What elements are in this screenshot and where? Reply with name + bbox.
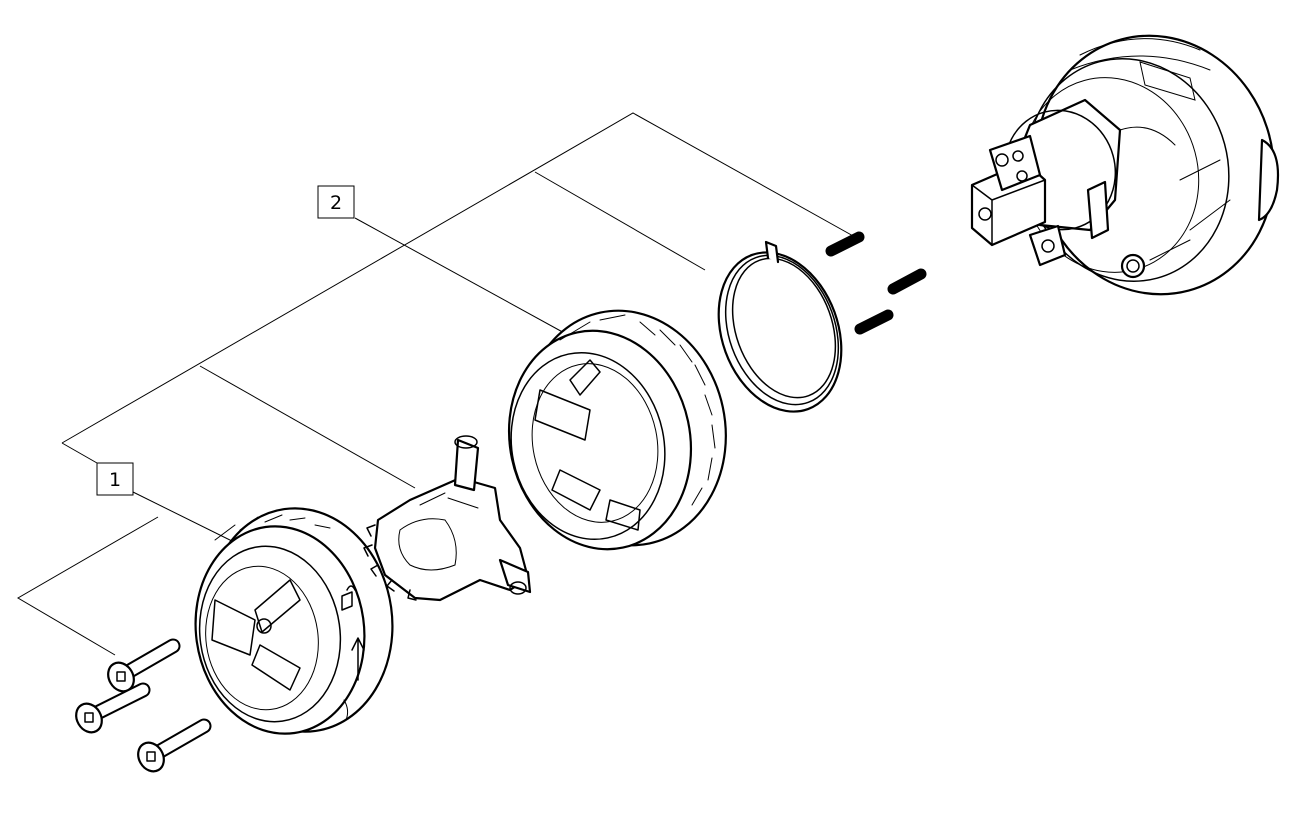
dowel-pin-right — [887, 268, 927, 295]
callout-1: 1 — [96, 462, 134, 496]
callout-2: 2 — [317, 185, 355, 219]
callout-2-label: 2 — [330, 192, 342, 214]
screw-middle — [75, 682, 151, 734]
dowel-pin-top — [825, 231, 865, 257]
leader-lines — [17, 112, 856, 656]
motor-housing — [970, 34, 1280, 296]
torsion-spring — [717, 240, 843, 413]
middle-collar-ring — [507, 309, 727, 551]
cam-insert — [363, 435, 532, 602]
dowel-pin-bottom — [854, 309, 894, 335]
screw-bottom — [137, 718, 212, 773]
front-collar-ring — [194, 507, 394, 735]
callout-1-label: 1 — [109, 469, 121, 491]
screw-top — [107, 638, 181, 693]
